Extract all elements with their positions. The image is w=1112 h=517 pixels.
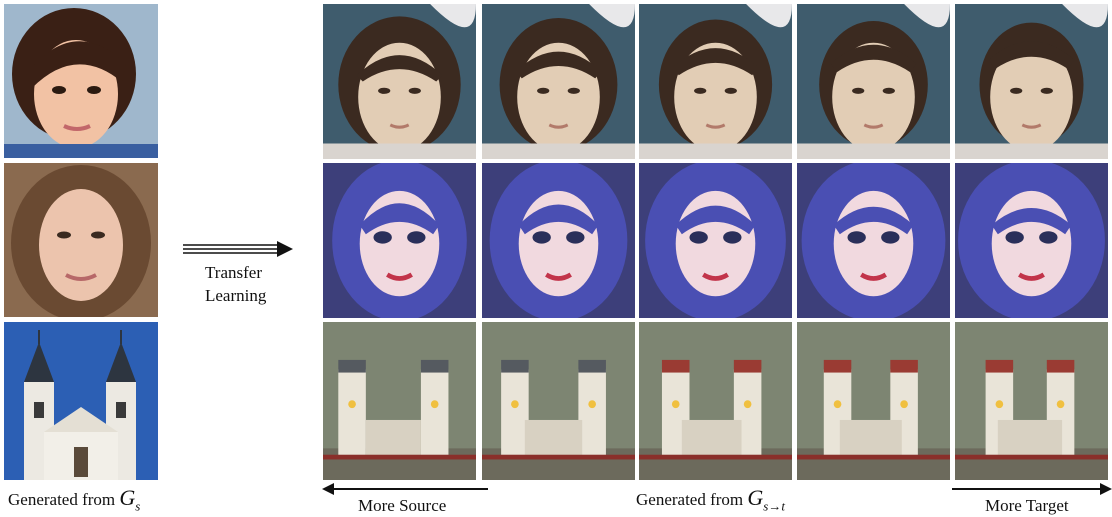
source-woman-photo bbox=[4, 163, 158, 317]
anime-blue-hair-icon bbox=[639, 163, 792, 318]
impressionist-building-icon bbox=[482, 322, 635, 480]
grid-tile-impressionist-building bbox=[639, 322, 792, 480]
target-generator-symbol: Gs→t bbox=[747, 485, 785, 514]
grid-tile-portrait-painting bbox=[797, 4, 950, 159]
impressionist-building-icon bbox=[323, 322, 476, 480]
grid-tile-portrait-painting bbox=[955, 4, 1108, 159]
grid-tile-impressionist-building bbox=[797, 322, 950, 480]
grid-tile-anime-blue-hair bbox=[797, 163, 950, 318]
transfer-label-line2: Learning bbox=[205, 286, 267, 305]
impressionist-building-icon bbox=[955, 322, 1108, 480]
source-generator-symbol: Gs bbox=[119, 485, 141, 514]
grid-tile-portrait-painting bbox=[323, 4, 476, 159]
left-arrow-icon bbox=[322, 483, 488, 495]
source-church-photo bbox=[4, 322, 158, 480]
more-target-label: More Target bbox=[985, 496, 1069, 515]
impressionist-building-icon bbox=[797, 322, 950, 480]
woman-face-icon bbox=[4, 163, 158, 317]
grid-tile-anime-blue-hair bbox=[482, 163, 635, 318]
anime-blue-hair-icon bbox=[323, 163, 476, 318]
grid-tile-anime-blue-hair bbox=[639, 163, 792, 318]
grid-tile-impressionist-building bbox=[323, 322, 476, 480]
portrait-painting-icon bbox=[482, 4, 635, 159]
more-source-label: More Source bbox=[358, 496, 447, 515]
source-caption: Generated from Gs bbox=[8, 485, 141, 514]
anime-blue-hair-icon bbox=[482, 163, 635, 318]
church-icon bbox=[4, 322, 158, 480]
double-arrow-right-icon bbox=[183, 241, 293, 257]
source-child-photo bbox=[4, 4, 158, 158]
grid-tile-impressionist-building bbox=[482, 322, 635, 480]
right-arrow-icon bbox=[952, 483, 1112, 495]
grid-tile-anime-blue-hair bbox=[323, 163, 476, 318]
portrait-painting-icon bbox=[639, 4, 792, 159]
portrait-painting-icon bbox=[797, 4, 950, 159]
child-face-icon bbox=[4, 4, 158, 158]
anime-blue-hair-icon bbox=[955, 163, 1108, 318]
target-caption: Generated from Gs→t bbox=[636, 485, 785, 514]
portrait-painting-icon bbox=[323, 4, 476, 159]
grid-tile-portrait-painting bbox=[482, 4, 635, 159]
impressionist-building-icon bbox=[639, 322, 792, 480]
portrait-painting-icon bbox=[955, 4, 1108, 159]
transfer-label-line1: Transfer bbox=[205, 263, 262, 282]
anime-blue-hair-icon bbox=[797, 163, 950, 318]
grid-tile-impressionist-building bbox=[955, 322, 1108, 480]
grid-tile-portrait-painting bbox=[639, 4, 792, 159]
grid-tile-anime-blue-hair bbox=[955, 163, 1108, 318]
